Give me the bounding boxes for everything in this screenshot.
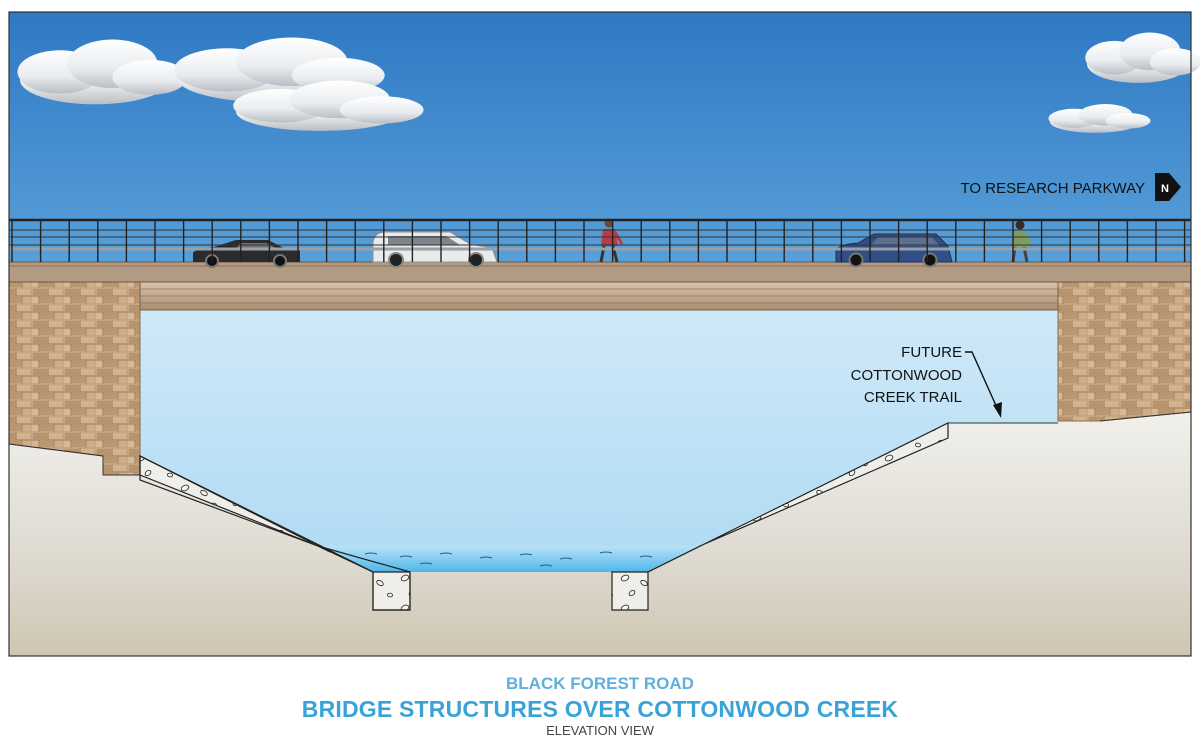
bridge-railing [9, 218, 1191, 262]
trail-leader-line [965, 351, 999, 411]
diagram-frame [8, 11, 1192, 657]
trail-label-line-3: CREEK TRAIL [864, 389, 962, 406]
direction-label: TO RESEARCH PARKWAY [961, 180, 1145, 197]
right-abutment [1057, 281, 1192, 422]
caption-title: BRIDGE STRUCTURES OVER COTTONWOOD CREEK [301, 696, 899, 722]
right-channel-lining [611, 422, 949, 611]
trail-label-line-1: FUTURE [901, 344, 962, 361]
water-ripples [364, 551, 653, 567]
caption-subtitle: BLACK FOREST ROAD [506, 674, 694, 693]
north-arrow-icon: N [1155, 173, 1181, 201]
creek-water [318, 546, 700, 572]
ground [9, 412, 1191, 656]
trail-label: FUTURE COTTONWOOD CREEK TRAIL [851, 344, 963, 406]
caption-view: ELEVATION VIEW [546, 723, 654, 738]
trail-label-line-2: COTTONWOOD [851, 367, 963, 384]
trail-leader-arrowhead [993, 402, 1002, 418]
bridge-elevation-diagram: TO RESEARCH PARKWAY N FUTURE COTTONWOOD … [8, 11, 1200, 657]
bridge-deck [8, 261, 1192, 283]
north-letter: N [1161, 183, 1169, 195]
car-icon [372, 231, 498, 268]
